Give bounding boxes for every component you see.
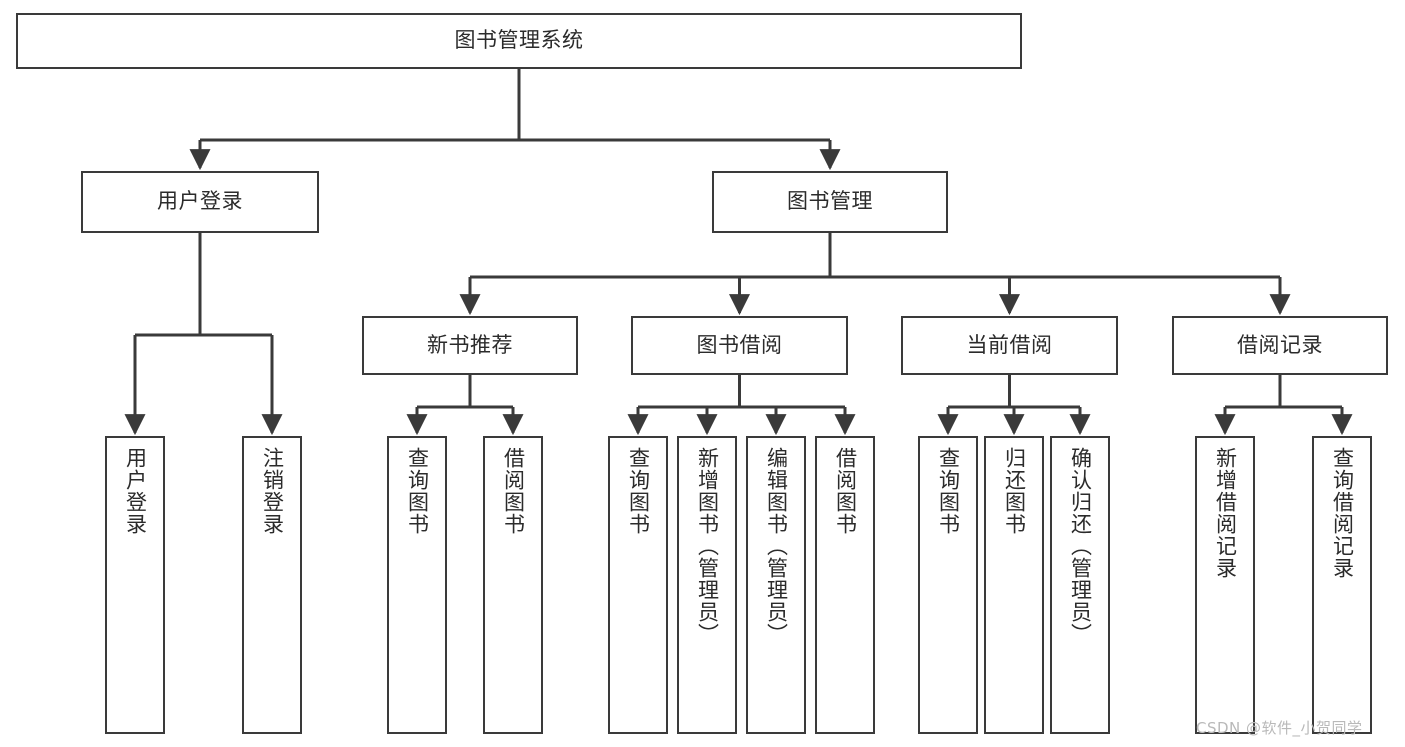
node-label: 用户登录 bbox=[123, 447, 148, 535]
node-label: 归还图书 bbox=[1002, 447, 1027, 535]
node-leaf-query-book-3[interactable]: 查询图书 bbox=[918, 436, 978, 734]
node-label: 图书借阅 bbox=[696, 332, 783, 357]
node-book-manage[interactable]: 图书管理 bbox=[712, 171, 948, 233]
node-label: 新增借阅记录 bbox=[1213, 447, 1238, 579]
node-label: 注销登录 bbox=[260, 447, 285, 535]
node-leaf-query-book-2[interactable]: 查询图书 bbox=[608, 436, 668, 734]
node-user-login[interactable]: 用户登录 bbox=[81, 171, 319, 233]
watermark-text: CSDN @软件_小贺同学 bbox=[1196, 719, 1363, 737]
node-leaf-logout[interactable]: 注销登录 bbox=[242, 436, 302, 734]
node-leaf-user-login[interactable]: 用户登录 bbox=[105, 436, 165, 734]
node-leaf-add-record[interactable]: 新增借阅记录 bbox=[1195, 436, 1255, 734]
node-current-borrow[interactable]: 当前借阅 bbox=[901, 316, 1118, 375]
node-label: 图书管理系统 bbox=[454, 28, 584, 53]
node-leaf-borrow-book-2[interactable]: 借阅图书 bbox=[815, 436, 875, 734]
node-label: 当前借阅 bbox=[966, 332, 1053, 357]
node-label: 用户登录 bbox=[157, 189, 243, 214]
node-label: 确认归还（管理员） bbox=[1068, 447, 1093, 645]
node-label: 新增图书（管理员） bbox=[695, 447, 720, 645]
node-label: 新书推荐 bbox=[427, 332, 513, 357]
node-leaf-add-book[interactable]: 新增图书（管理员） bbox=[677, 436, 737, 734]
node-leaf-return-book[interactable]: 归还图书 bbox=[984, 436, 1044, 734]
node-label: 借阅图书 bbox=[833, 447, 858, 535]
node-label: 编辑图书（管理员） bbox=[764, 447, 789, 645]
node-leaf-borrow-book-1[interactable]: 借阅图书 bbox=[483, 436, 543, 734]
node-book-borrow[interactable]: 图书借阅 bbox=[631, 316, 848, 375]
node-new-book-recommend[interactable]: 新书推荐 bbox=[362, 316, 578, 375]
node-leaf-query-record[interactable]: 查询借阅记录 bbox=[1312, 436, 1372, 734]
node-label: 图书管理 bbox=[787, 189, 873, 214]
node-leaf-confirm-return[interactable]: 确认归还（管理员） bbox=[1050, 436, 1110, 734]
node-leaf-query-book-1[interactable]: 查询图书 bbox=[387, 436, 447, 734]
node-label: 借阅图书 bbox=[501, 447, 526, 535]
node-label: 查询借阅记录 bbox=[1330, 447, 1355, 579]
node-label: 查询图书 bbox=[405, 447, 430, 535]
node-borrow-record[interactable]: 借阅记录 bbox=[1172, 316, 1388, 375]
node-label: 查询图书 bbox=[936, 447, 961, 535]
node-label: 借阅记录 bbox=[1237, 332, 1323, 357]
node-root[interactable]: 图书管理系统 bbox=[16, 13, 1022, 69]
node-leaf-edit-book[interactable]: 编辑图书（管理员） bbox=[746, 436, 806, 734]
node-label: 查询图书 bbox=[626, 447, 651, 535]
